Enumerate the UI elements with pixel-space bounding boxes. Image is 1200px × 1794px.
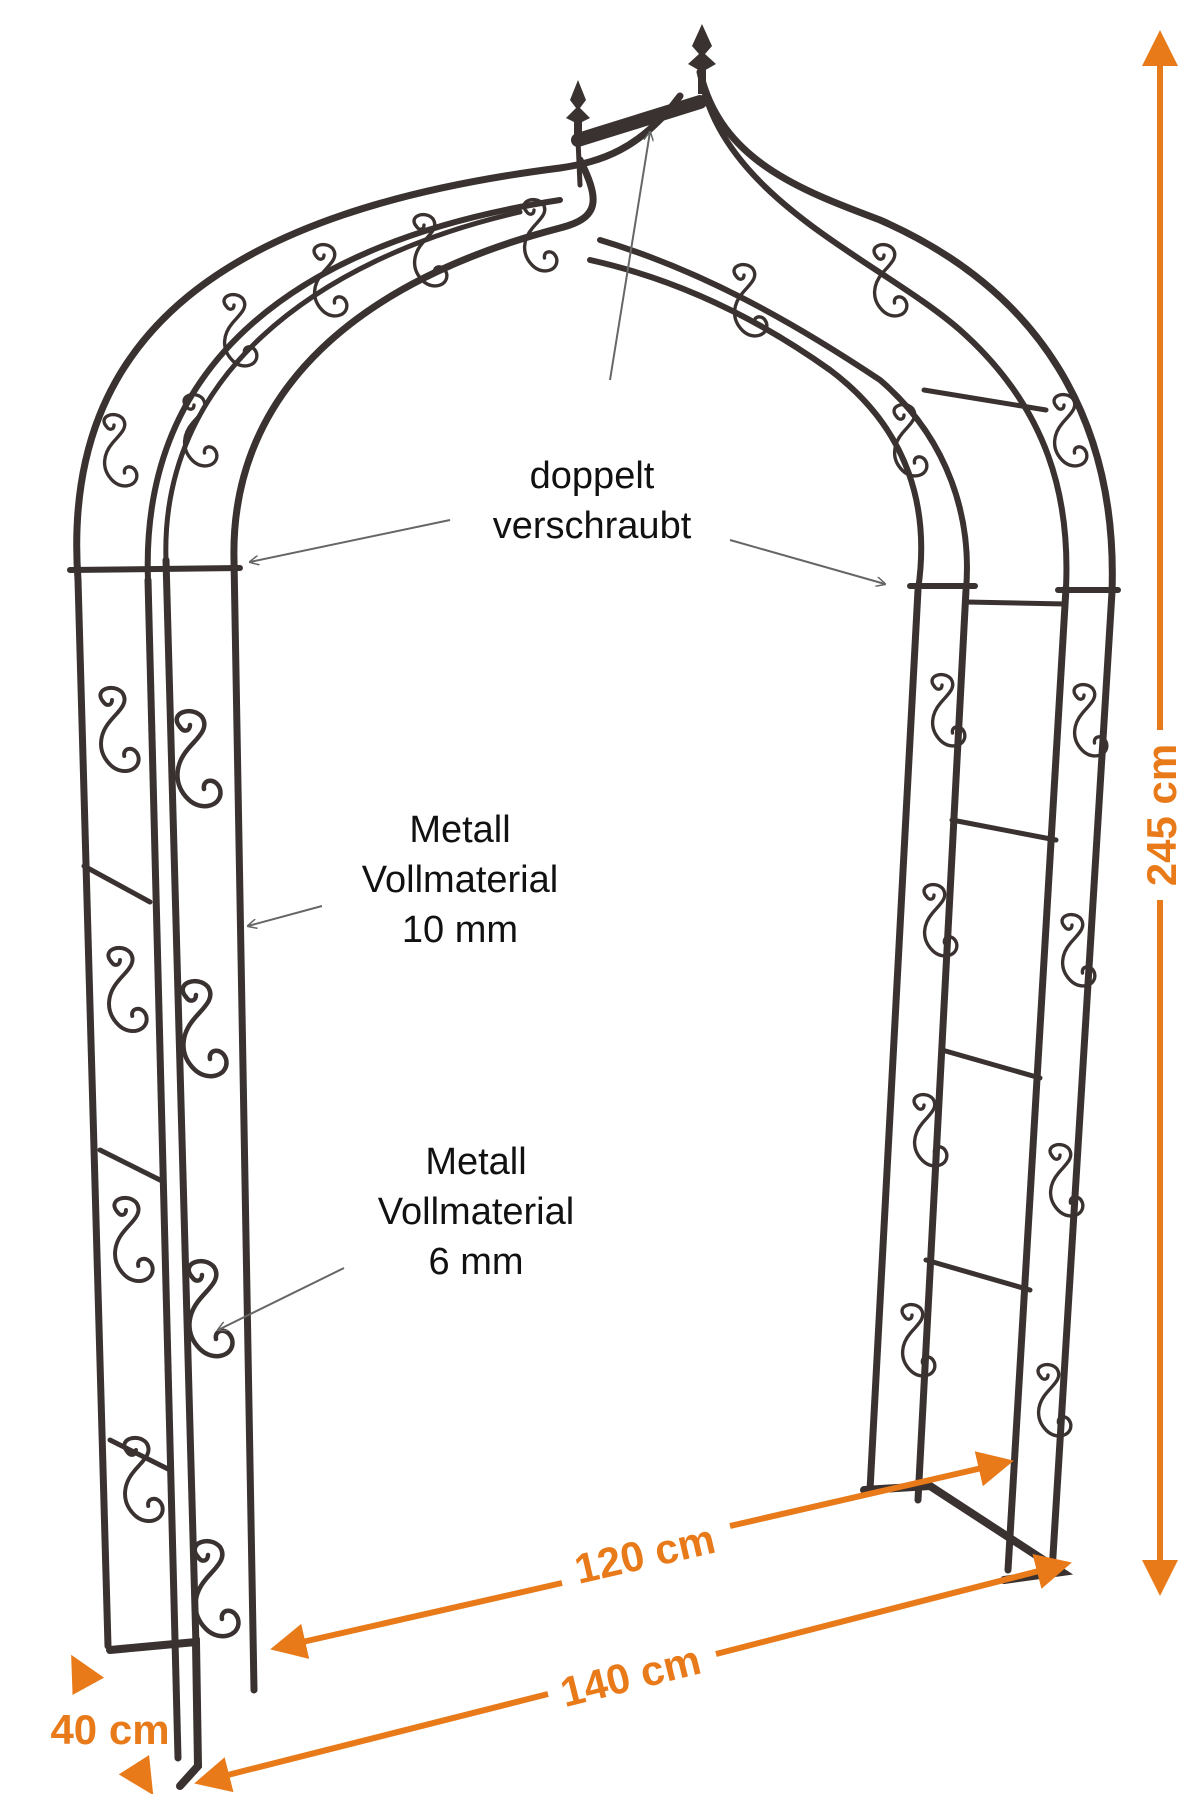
callout-arrows xyxy=(218,132,885,1330)
dimension-lines xyxy=(71,30,1178,1794)
arch-frame xyxy=(67,68,1121,1790)
inner-width-dimension: 120 cm xyxy=(570,1515,719,1593)
finial-right-icon xyxy=(688,24,716,94)
height-dimension: 245 cm xyxy=(1138,744,1185,886)
joint-label-line2: verschraubt xyxy=(493,505,692,547)
outer-width-dimension: 140 cm xyxy=(556,1636,706,1716)
thin-bar-label-line2: Vollmaterial xyxy=(378,1191,574,1233)
thick-bar-label-line3: 10 mm xyxy=(402,909,518,951)
thick-bar-label-line1: Metall xyxy=(409,809,510,851)
thin-bar-label-line3: 6 mm xyxy=(429,1241,524,1283)
finial-left-icon xyxy=(566,80,590,142)
thick-bar-label-line2: Vollmaterial xyxy=(362,859,558,901)
joint-label-line1: doppelt xyxy=(530,455,655,497)
thin-bar-label-line1: Metall xyxy=(425,1141,526,1183)
depth-dimension: 40 cm xyxy=(50,1706,169,1753)
